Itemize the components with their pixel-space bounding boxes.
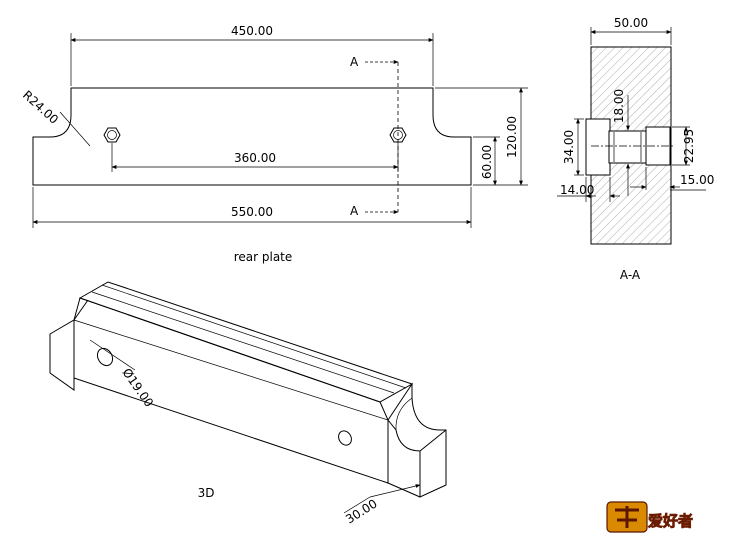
dim-r24: R24.00 <box>20 88 61 127</box>
dim-dia19: Ø19.00 <box>120 366 157 410</box>
dim-30: 30.00 <box>343 496 380 526</box>
rear-plate-view: 450.00 360.00 550.00 120.00 60.00 R24.00… <box>20 24 528 264</box>
hex-hole-left <box>103 127 121 143</box>
iso-hole-left <box>96 347 114 367</box>
caption-3d: 3D <box>198 486 215 500</box>
logo-text: 爱好者 <box>648 512 693 530</box>
rear-plate-outline <box>32 87 472 186</box>
caption-rear-plate: rear plate <box>234 250 293 264</box>
iso-hole-right <box>338 430 352 446</box>
dim-60: 60.00 <box>480 145 494 179</box>
iso-view: Ø19.00 30.00 3D <box>49 281 447 527</box>
brand-logo: 爱好者 <box>606 501 693 533</box>
dim-550: 550.00 <box>231 205 273 219</box>
dim-34: 34.00 <box>562 130 576 164</box>
section-view: 50.00 34.00 18.00 22.95 14.00 15.00 A-A <box>557 16 714 282</box>
dim-18: 18.00 <box>612 89 626 123</box>
dim-15: 15.00 <box>680 173 714 187</box>
caption-section: A-A <box>620 268 641 282</box>
dim-22-95: 22.95 <box>682 129 696 163</box>
section-mark-top: A <box>350 55 359 69</box>
dim-14: 14.00 <box>560 183 594 197</box>
section-mark-bottom: A <box>350 204 359 218</box>
dim-360: 360.00 <box>234 151 276 165</box>
iso-front-face <box>73 297 389 484</box>
dim-120: 120.00 <box>505 116 519 158</box>
dim-50: 50.00 <box>614 16 648 30</box>
dim-450: 450.00 <box>231 24 273 38</box>
